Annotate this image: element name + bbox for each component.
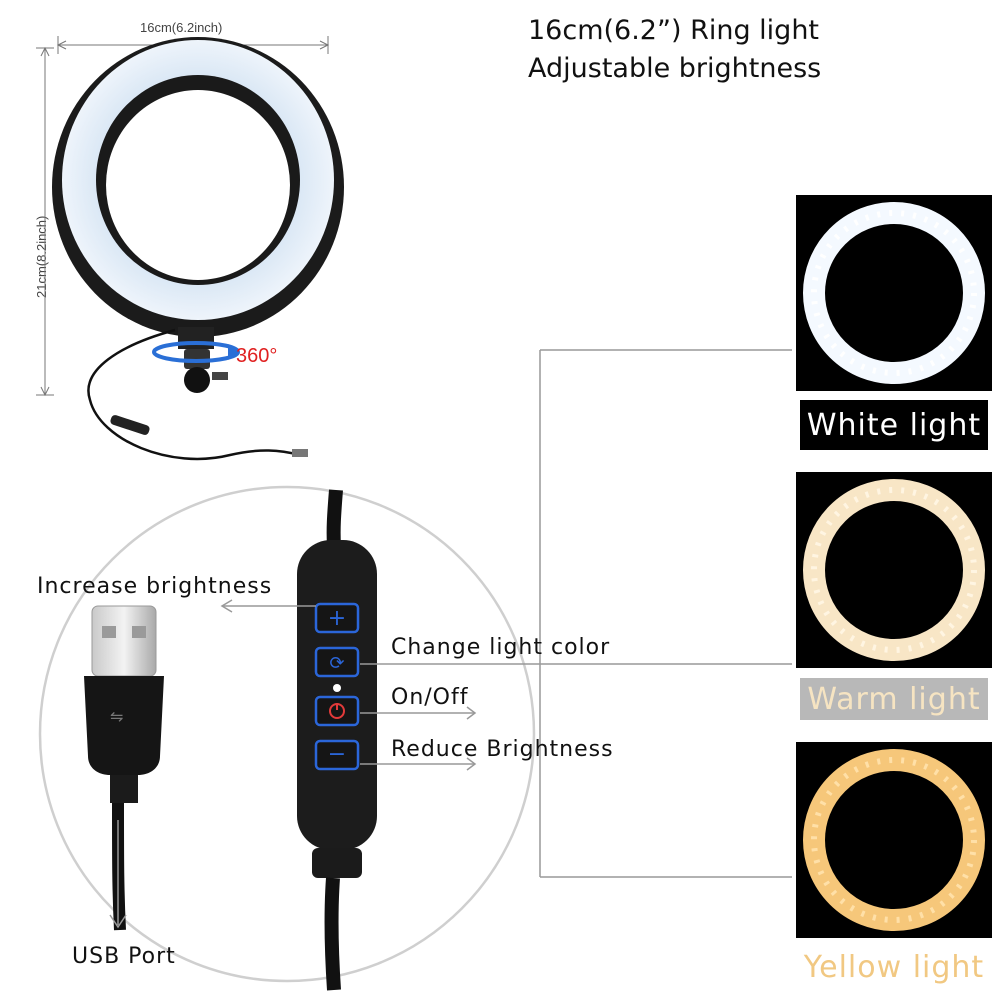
remote-control-illustration: + ⟳ − [297,489,377,991]
svg-text:−: − [328,742,346,767]
power-label: On/Off [391,685,469,710]
mini-usb-plug [292,449,308,457]
warm-light-panel [796,472,992,668]
title-line-2: Adjustable brightness [528,53,822,84]
ring-light [52,37,344,337]
yellow-light-panel [796,742,992,938]
rotation-label: 360° [236,345,278,367]
svg-text:⟳: ⟳ [329,653,344,674]
white-ring-icon [803,202,985,384]
callout-lines [109,349,792,929]
title-line-1: 16cm(6.2”) Ring light [528,15,820,46]
ball-head-mount [152,327,240,393]
yellow-ring-icon [803,749,985,931]
mini-remote [110,415,150,435]
white-light-caption: White light [800,400,988,450]
usb-port-label: USB Port [72,944,176,969]
light-cable [87,328,301,461]
detail-magnifier [38,485,536,983]
warm-light-caption: Warm light [800,678,988,720]
svg-text:+: + [328,606,346,631]
height-dimension-line [36,46,54,397]
warm-ring-icon [803,479,985,661]
increase-brightness-label: Increase brightness [37,574,273,599]
white-light-panel [796,195,992,391]
product-title: 16cm(6.2”) Ring light Adjustable brightn… [528,12,821,88]
width-dimension-label: 16cm(6.2inch) [140,20,223,35]
change-color-label: Change light color [391,635,611,660]
yellow-light-caption: Yellow light [800,945,988,989]
svg-text:⇋: ⇋ [110,707,123,726]
usb-plug-illustration: ⇋ [84,605,164,931]
reduce-brightness-label: Reduce Brightness [391,737,614,762]
